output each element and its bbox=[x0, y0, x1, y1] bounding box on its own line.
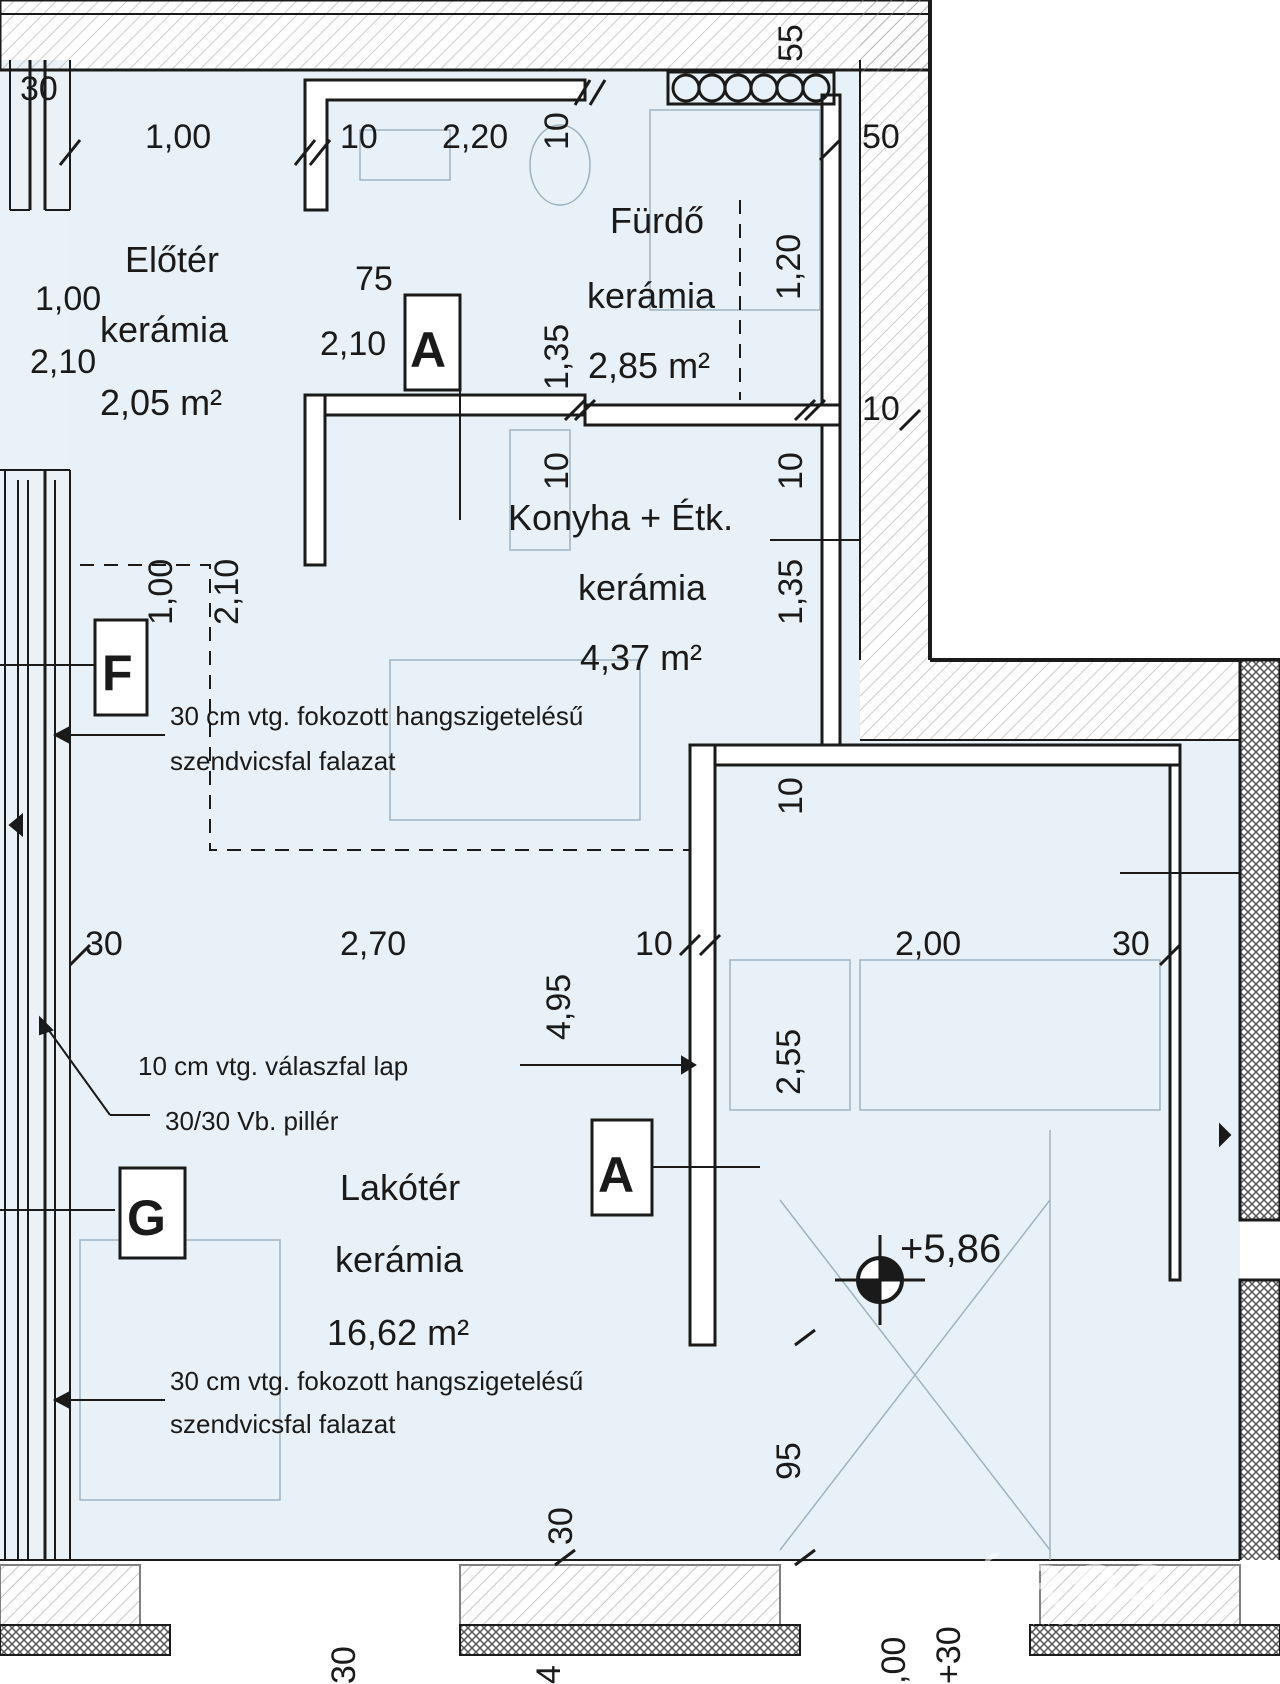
dim-right-10: 10 bbox=[862, 390, 900, 428]
room-area: 2,05 m² bbox=[100, 382, 222, 423]
annotations: 30 cm vtg. fokozott hangszigetelésű szen… bbox=[138, 701, 583, 1439]
radiator-icon bbox=[666, 70, 836, 106]
dim-furdo-135: 1,35 bbox=[538, 324, 576, 390]
dashed-outline bbox=[80, 200, 741, 851]
section-marker-boxes bbox=[93, 293, 654, 1260]
dim-lak-30-right: 30 bbox=[1112, 925, 1150, 963]
dim-bottom-30b: 30 bbox=[325, 1646, 363, 1684]
dim-lak-495: 4,95 bbox=[540, 974, 578, 1040]
dim-lak-200: 2,00 bbox=[895, 925, 961, 963]
dim-win-210: 2,10 bbox=[208, 559, 246, 625]
dim-bottom-00: ,00 bbox=[875, 1637, 913, 1684]
wall-note-2a: 30 cm vtg. fokozott hangszigetelésű bbox=[170, 1366, 583, 1396]
dim-bottom-4: 4 bbox=[530, 1665, 568, 1684]
marker-a-bottom: A bbox=[598, 1147, 634, 1203]
room-area: 16,62 m² bbox=[327, 1312, 469, 1353]
dim-win-100: 1,00 bbox=[142, 559, 180, 625]
dim-konyha-135: 1,35 bbox=[772, 559, 810, 625]
floor-area bbox=[0, 60, 1240, 1560]
furniture-outlines bbox=[79, 109, 1161, 1560]
room-name: Előtér bbox=[125, 239, 219, 280]
room-name: Fürdő bbox=[610, 200, 704, 241]
dim-furdo-120: 1,20 bbox=[770, 234, 808, 300]
pillar-note: 30/30 Vb. pillér bbox=[165, 1106, 339, 1136]
dim-lak-95: 95 bbox=[770, 1442, 808, 1480]
dim-door-75: 75 bbox=[355, 260, 393, 298]
wall-note-2b: szendvicsfal falazat bbox=[170, 1409, 396, 1439]
dim-door-210: 2,10 bbox=[320, 325, 386, 363]
section-markers: A F G A bbox=[102, 322, 634, 1246]
dim-top-left-30: 30 bbox=[20, 70, 58, 108]
dim-bottom-30c: +30 bbox=[930, 1626, 968, 1684]
room-name: Konyha + Étk. bbox=[508, 497, 733, 538]
room-area: 4,37 m² bbox=[580, 637, 702, 678]
dimension-ticks bbox=[58, 79, 1182, 1567]
dim-wall-10-c: 10 bbox=[772, 777, 810, 815]
room-material: kerámia bbox=[578, 567, 707, 608]
dim-lak-255: 2,55 bbox=[770, 1029, 808, 1095]
dim-wall-10-b: 10 bbox=[538, 112, 576, 150]
room-material: kerámia bbox=[587, 275, 716, 316]
door-width: 1,00 bbox=[35, 280, 101, 318]
dimensions: 30 1,00 10 2,20 50 75 2,10 10 30 2,70 10… bbox=[20, 70, 1150, 963]
watermark-sub: INGATLANIRODA bbox=[925, 1614, 1100, 1628]
marker-f: F bbox=[102, 645, 133, 701]
room-material: kerámia bbox=[335, 1239, 464, 1280]
partition-note: 10 cm vtg. válaszfal lap bbox=[138, 1051, 408, 1081]
wall-note-1a: 30 cm vtg. fokozott hangszigetelésű bbox=[170, 701, 583, 731]
room-area: 2,85 m² bbox=[588, 345, 710, 386]
dimensions-vertical: 10 55 1,35 1,20 10 10 1,35 1,00 2,10 10 … bbox=[142, 24, 968, 1684]
dim-konyha-10-right: 10 bbox=[772, 452, 810, 490]
dim-eloter-width: 1,00 bbox=[145, 118, 211, 156]
dim-bottom-30: 30 bbox=[542, 1507, 580, 1545]
dim-konyha-10-left: 10 bbox=[538, 452, 576, 490]
marker-a-top: A bbox=[410, 322, 446, 378]
watermark-main: VÁROS bbox=[920, 1553, 1176, 1618]
dim-lak-30-left: 30 bbox=[85, 925, 123, 963]
room-eloter: Előtér kerámia 2,05 m² 1,00 2,10 bbox=[30, 239, 229, 423]
room-konyha: Konyha + Étk. kerámia 4,37 m² bbox=[508, 497, 733, 678]
level-marker-icon bbox=[835, 1235, 925, 1325]
interior-walls bbox=[303, 78, 1182, 1347]
leader-lines bbox=[0, 345, 1240, 1410]
room-lakoter: Lakótér kerámia 16,62 m² bbox=[327, 1167, 469, 1353]
dim-wall-10-a: 10 bbox=[340, 118, 378, 156]
dim-top-55: 55 bbox=[772, 24, 810, 62]
room-furdo: Fürdő kerámia 2,85 m² bbox=[587, 200, 716, 386]
room-material: kerámia bbox=[100, 309, 229, 350]
dim-right-50: 50 bbox=[862, 118, 900, 156]
marker-g: G bbox=[127, 1190, 166, 1246]
level-value: +5,86 bbox=[900, 1227, 1001, 1271]
door-height: 2,10 bbox=[30, 343, 96, 381]
room-name: Lakótér bbox=[340, 1167, 460, 1208]
dim-furdo-width: 2,20 bbox=[442, 118, 508, 156]
wall-note-1b: szendvicsfal falazat bbox=[170, 746, 396, 776]
dim-lak-10: 10 bbox=[635, 925, 673, 963]
watermark: VÁROS INGATLANIRODA bbox=[920, 1553, 1176, 1628]
dim-lak-270: 2,70 bbox=[340, 925, 406, 963]
